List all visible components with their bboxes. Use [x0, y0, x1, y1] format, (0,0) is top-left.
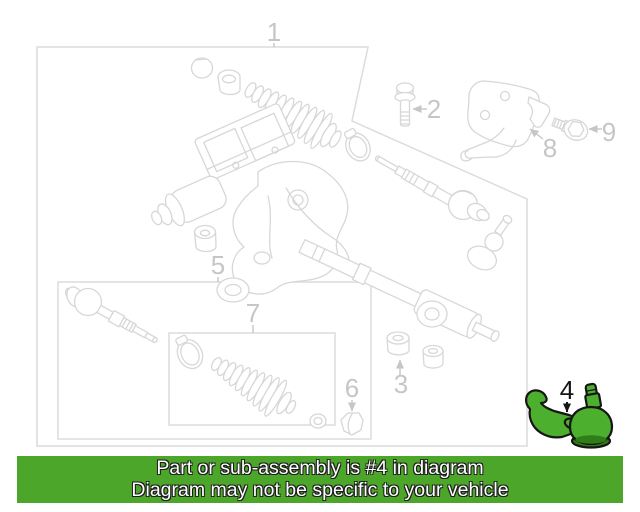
ecu-module [194, 103, 296, 180]
rack-ball-stud [466, 214, 513, 271]
banner: Part or sub-assembly is #4 in diagram Di… [17, 456, 623, 503]
bracket-screw [551, 117, 589, 141]
callout-6: 6 [345, 373, 359, 403]
boot-end-fitting [309, 413, 327, 429]
sub-assembly-box-5 [57, 281, 372, 440]
heat-shield-bracket [460, 80, 551, 162]
tie-rod-housing-shade [575, 435, 607, 444]
callout-7: 7 [246, 298, 260, 328]
callout-3: 3 [394, 369, 408, 399]
boot-clamp-kit [175, 334, 204, 370]
bellows-boot-kit [210, 356, 297, 417]
inner-tie-rod-kit [64, 286, 158, 344]
mount-bushing-b [422, 344, 444, 369]
cap-parts [190, 57, 241, 96]
assembly-box-1 [36, 46, 528, 447]
callout-1: 1 [267, 17, 281, 47]
mount-bushing-a [386, 331, 410, 356]
boot-kit-box-7 [168, 332, 336, 426]
inner-tie-rod-top [374, 155, 490, 222]
callout-5: 5 [211, 250, 225, 280]
callout-4: 4 [560, 375, 574, 405]
arrow-8 [529, 128, 544, 140]
callout-2: 2 [427, 94, 441, 124]
small-bushing [193, 224, 217, 253]
boot-clamp-top [343, 127, 371, 162]
tie-rod-stud [584, 382, 603, 410]
outer-tie-rod-end-highlighted [525, 382, 614, 449]
callout-8: 8 [543, 133, 557, 163]
gear-housing [216, 160, 350, 303]
motor [151, 175, 227, 227]
callout-9: 9 [602, 117, 616, 147]
hex-end-piece [340, 412, 364, 436]
banner-line-2: Diagram may not be specific to your vehi… [131, 478, 509, 501]
pinion-boss [416, 300, 448, 328]
mount-bolt [394, 82, 416, 127]
banner-line-1: Part or sub-assembly is #4 in diagram [156, 457, 484, 479]
